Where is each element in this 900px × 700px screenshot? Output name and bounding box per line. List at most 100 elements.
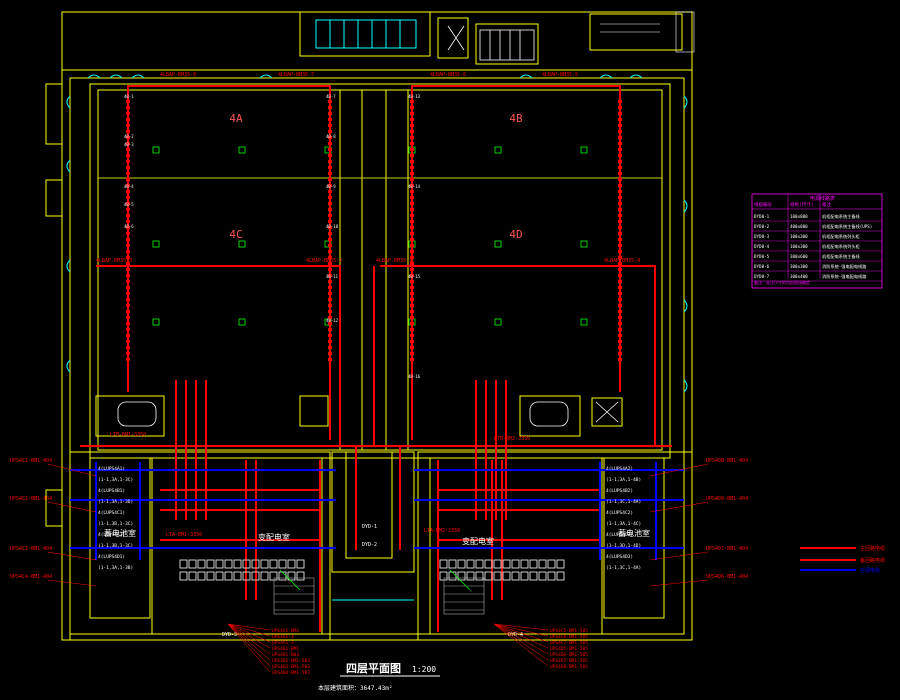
riser-segment (410, 286, 414, 289)
riser-segment (126, 160, 130, 163)
riser-segment (328, 226, 332, 229)
legend-label: 备回路电缆 (860, 557, 885, 564)
column-square (238, 318, 246, 326)
bottom-tag: UPS4C6-BM1-505 (550, 634, 588, 640)
riser-segment (126, 358, 130, 361)
panel-row: 4(LUPS4C1) (98, 510, 125, 516)
leader-line (227, 623, 271, 655)
cabinet (466, 571, 475, 581)
riser-segment (328, 250, 332, 253)
riser-segment (618, 196, 622, 199)
riser-segment (618, 250, 622, 253)
table-header: 备注 (822, 201, 831, 208)
cabinet (197, 571, 206, 581)
riser-segment (410, 208, 414, 211)
riser-segment (410, 136, 414, 139)
riser-segment (410, 112, 414, 115)
panel-row: (1-1,3C,1-4A) (606, 499, 641, 505)
bus-label: LTA-BM2-3350 (424, 528, 460, 534)
riser-segment (618, 358, 622, 361)
column-tag: 4B-14 (408, 184, 421, 189)
riser-segment (618, 130, 622, 133)
riser-segment (410, 304, 414, 307)
panel-row: 4(LUPS4D1) (98, 554, 125, 560)
table-header: 线缆编号 (754, 201, 772, 208)
riser-segment (328, 352, 332, 355)
bottom-tag: UPS4A1-4 (272, 634, 294, 640)
leader-line (493, 623, 549, 655)
panel-row: 4(LUPS4B2) (606, 488, 633, 494)
riser-segment (126, 214, 130, 217)
riser-segment (126, 178, 130, 181)
leader-line (493, 623, 549, 637)
cabinet (215, 559, 224, 569)
leader-line (493, 623, 549, 643)
riser-segment (328, 334, 332, 337)
riser-segment (126, 190, 130, 193)
riser-segment (410, 244, 414, 247)
bottom-tag: UPS4A1-3 (272, 640, 294, 646)
riser-segment (410, 124, 414, 127)
riser-segment (618, 136, 622, 139)
cabinet (242, 559, 251, 569)
riser-segment (126, 118, 130, 121)
bottom-tag: UPS4D7-BM1-505 (550, 658, 588, 664)
riser-segment (126, 340, 130, 343)
table-cell: DYD0-1 (754, 214, 770, 219)
cabinet (502, 571, 511, 581)
riser-segment (410, 184, 414, 187)
riser-segment (126, 298, 130, 301)
riser-segment (410, 334, 414, 337)
riser-segment (618, 280, 622, 283)
column-square (494, 318, 502, 326)
riser-segment (410, 316, 414, 319)
cabinet (206, 559, 215, 569)
riser-segment (328, 190, 332, 193)
riser-segment (410, 262, 414, 265)
riser-segment (618, 322, 622, 325)
table-cell: DYD0-2 (754, 224, 770, 229)
riser-segment (618, 226, 622, 229)
riser-segment (618, 274, 622, 277)
battery-racks (273, 577, 485, 615)
battery-links (279, 569, 471, 591)
column-square (494, 146, 502, 154)
riser-segment (328, 202, 332, 205)
column-tag: 4B-12 (326, 318, 339, 323)
riser-segment (126, 328, 130, 331)
cabinet (484, 571, 493, 581)
column-square (580, 240, 588, 248)
cabinet (448, 571, 457, 581)
panel-row: 4(LUPS4A2) (606, 466, 633, 472)
riser-segment (618, 148, 622, 151)
riser-segment (126, 208, 130, 211)
leader-line (227, 623, 271, 631)
riser-segment (410, 340, 414, 343)
panel-row: (1-1,3A,1-3D) (98, 499, 133, 505)
riser-segment (410, 148, 414, 151)
panel-row: (1-1,3D,1-4D) (606, 543, 641, 549)
riser-segment (328, 232, 332, 235)
drawing-title: 四层平面图 (346, 662, 401, 675)
cabinet (457, 571, 466, 581)
riser-segment (410, 250, 414, 253)
riser-segment (126, 130, 130, 133)
riser-segment (618, 286, 622, 289)
cabinet (179, 571, 188, 581)
riser-segment (410, 118, 414, 121)
cable-risers (126, 100, 622, 361)
left-ups-tag: UPS4C2-BM1-404 (10, 496, 52, 502)
riser-segment (328, 310, 332, 313)
riser-segment (126, 100, 130, 103)
left-ups-tags (47, 463, 709, 587)
riser-segment (126, 124, 130, 127)
table-cell: 300x600 (790, 254, 808, 259)
column-square (238, 240, 246, 248)
leader-line (493, 623, 549, 661)
room-4d-label: 4D (509, 228, 522, 241)
cabinet (197, 559, 206, 569)
table-cell: 消防系统-强电配电线路 (822, 263, 867, 270)
cabinet (520, 571, 529, 581)
switchgear-cabinets (179, 559, 565, 581)
column-square (152, 146, 160, 154)
